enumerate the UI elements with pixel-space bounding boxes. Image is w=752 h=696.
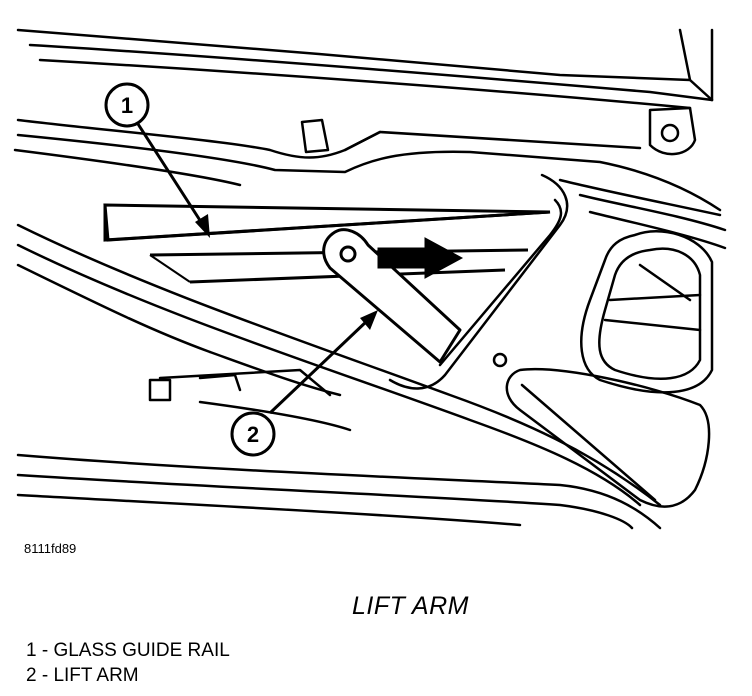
rail-cutout bbox=[388, 173, 569, 390]
lower-ledge bbox=[198, 400, 352, 432]
large-opening bbox=[580, 230, 714, 394]
direction-arrow-icon bbox=[377, 237, 464, 279]
right-panel-contours bbox=[558, 178, 727, 250]
lower-opening bbox=[505, 368, 711, 508]
small-square bbox=[148, 378, 172, 402]
belt-line-sweeps bbox=[16, 223, 662, 530]
callout-1-label: 1 bbox=[121, 93, 133, 118]
callout-2-leader bbox=[268, 310, 378, 415]
lift-arm bbox=[322, 228, 462, 364]
upper-frame-lines bbox=[13, 28, 722, 212]
small-bracket bbox=[198, 373, 242, 392]
legend-item-lift-arm: 2 - LIFT ARM bbox=[26, 665, 139, 686]
callout-1: 1 bbox=[104, 82, 150, 128]
figure-caption: LIFT ARM bbox=[352, 592, 469, 620]
callout-1-leader bbox=[136, 123, 210, 238]
callout-2: 2 bbox=[230, 411, 276, 457]
callout-2-label: 2 bbox=[247, 422, 259, 447]
legend: 1 - GLASS GUIDE RAIL 2 - LIFT ARM bbox=[26, 638, 230, 688]
door-inner-panel-illustration: 1 2 bbox=[13, 28, 727, 530]
figure-id-label: 8111fd89 bbox=[24, 541, 77, 556]
legend-item-glass-guide-rail: 1 - GLASS GUIDE RAIL bbox=[26, 640, 230, 661]
mounting-boss bbox=[648, 106, 697, 156]
panel-tab bbox=[300, 118, 330, 154]
